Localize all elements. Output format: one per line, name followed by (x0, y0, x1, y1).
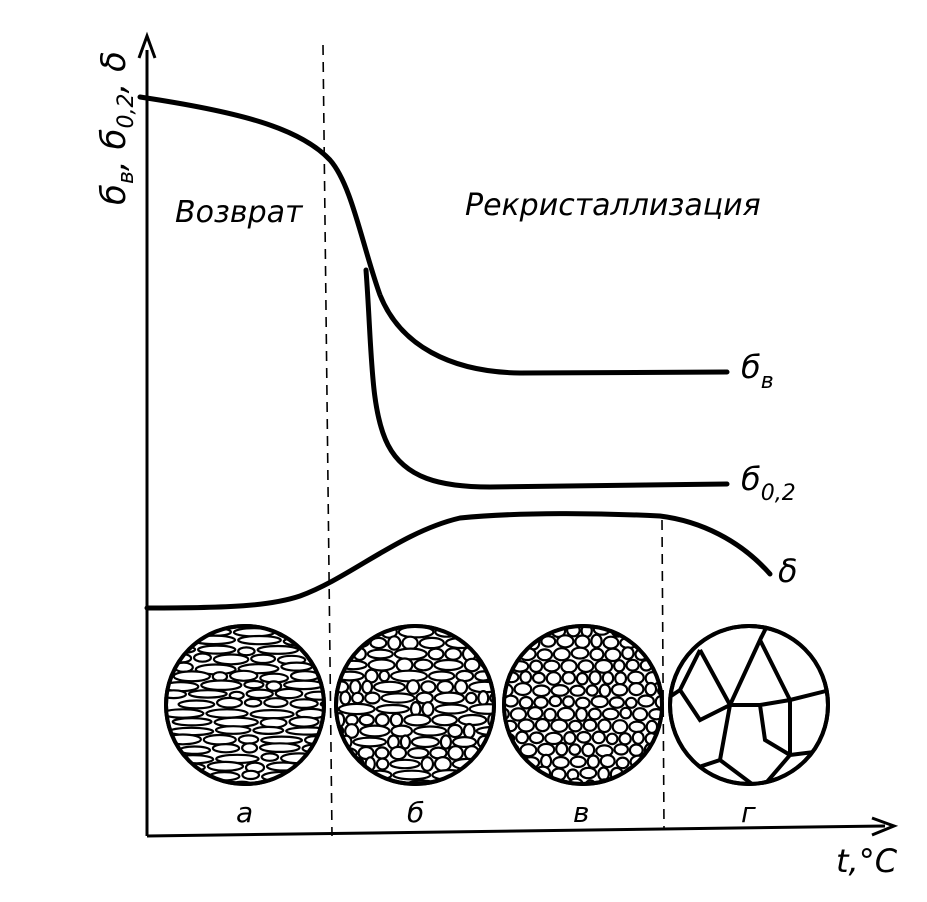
boundary-grain-growth (661, 519, 665, 829)
y-axis-label: бв, б0,2, δ (94, 51, 139, 205)
curve-label-sigma-b: бв (741, 348, 774, 394)
region-label-recovery: Возврат (175, 195, 304, 230)
curve-label-delta: δ (778, 552, 798, 590)
y-axis-arrow-icon (137, 31, 157, 59)
microstructure-b (334, 624, 496, 786)
microstructure-label-a: а (236, 796, 253, 829)
y-axis (137, 31, 157, 836)
curve-label-sigma-02: б0,2 (741, 460, 796, 506)
microstructure-c (502, 624, 664, 786)
x-axis-label: t,°C (836, 842, 898, 880)
region-label-recrystallization: Рекристаллизация (465, 188, 761, 223)
curve-delta (144, 511, 773, 611)
curve-sigma-b (137, 94, 730, 376)
microstructure-label-b: б (407, 796, 424, 829)
microstructure-d (668, 624, 830, 786)
microstructure-label-c: в (573, 796, 590, 829)
boundary-recovery-recrystallization (322, 44, 333, 837)
x-axis-arrow-icon (871, 816, 899, 837)
x-axis (146, 816, 899, 838)
microstructure-label-d: г (741, 796, 756, 829)
curve-sigma-02 (363, 267, 730, 490)
